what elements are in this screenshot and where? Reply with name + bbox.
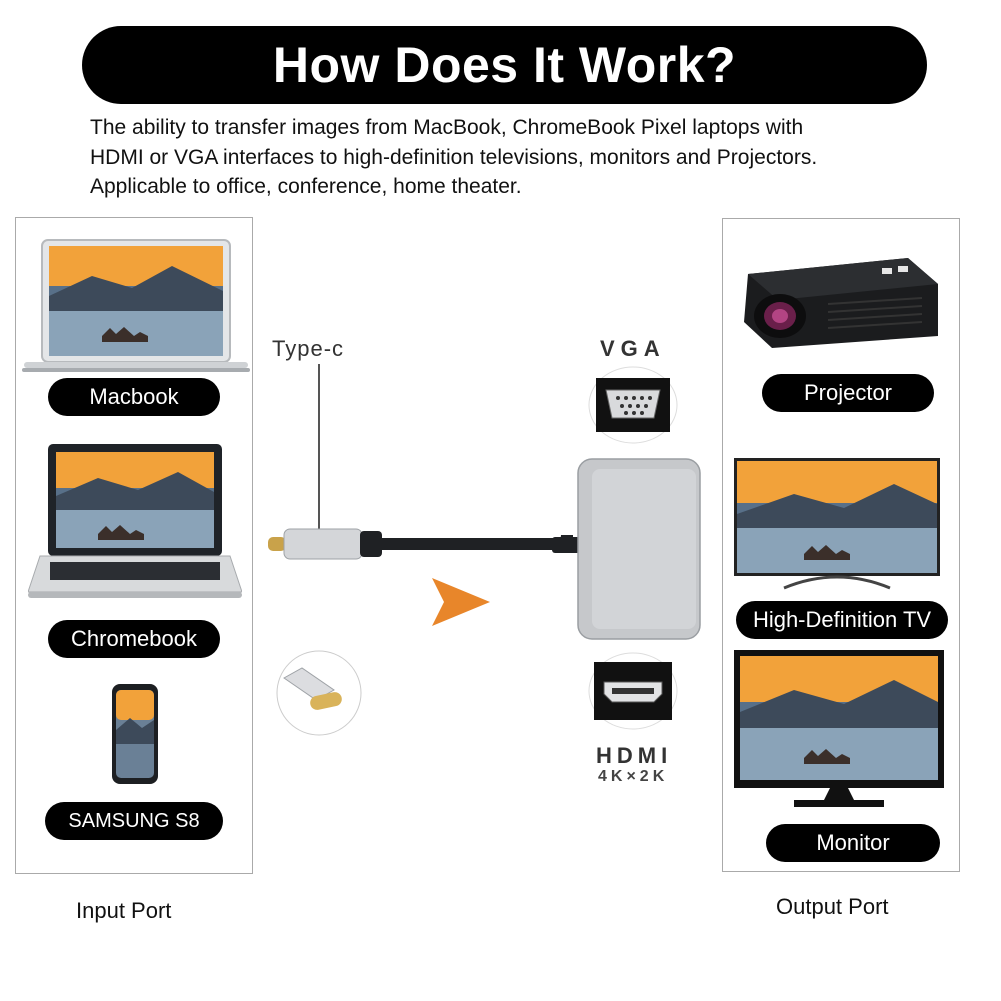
hdmi-label: HDMI <box>596 743 673 768</box>
description: The ability to transfer images from MacB… <box>90 113 970 202</box>
device-label-macbook: Macbook <box>48 378 220 416</box>
description-line: The ability to transfer images from MacB… <box>90 116 804 139</box>
description-line: Applicable to office, conference, home t… <box>90 175 522 198</box>
vga-port-icon <box>588 366 678 444</box>
tv-icon <box>734 458 940 590</box>
projector-icon <box>732 244 944 356</box>
chromebook-icon <box>27 444 243 600</box>
device-label-hd-tv: High-Definition TV <box>736 601 948 639</box>
macbook-icon <box>22 236 250 374</box>
type-c-label: Type-c <box>272 336 345 361</box>
hdmi-resolution: 4K×2K <box>598 768 669 785</box>
device-label-chromebook: Chromebook <box>48 620 220 658</box>
device-label-projector: Projector <box>762 374 934 412</box>
type-c-port-closeup-icon <box>276 650 362 736</box>
page-title: How Does It Work? <box>272 37 737 93</box>
device-label-samsung-s8: SAMSUNG S8 <box>45 802 223 840</box>
direction-arrow-icon <box>432 578 490 626</box>
output-port-caption: Output Port <box>776 894 889 919</box>
vga-label: VGA <box>600 336 666 361</box>
hdmi-port-icon <box>588 652 678 730</box>
type-c-pointer-line <box>318 364 320 532</box>
monitor-icon <box>734 650 944 808</box>
device-label-monitor: Monitor <box>766 824 940 862</box>
input-port-caption: Input Port <box>76 898 172 923</box>
title-bar: How Does It Work? <box>82 26 927 104</box>
usb-c-adapter-illustration <box>262 455 702 645</box>
description-line: HDMI or VGA interfaces to high-definitio… <box>90 145 818 169</box>
smartphone-icon <box>110 684 160 784</box>
